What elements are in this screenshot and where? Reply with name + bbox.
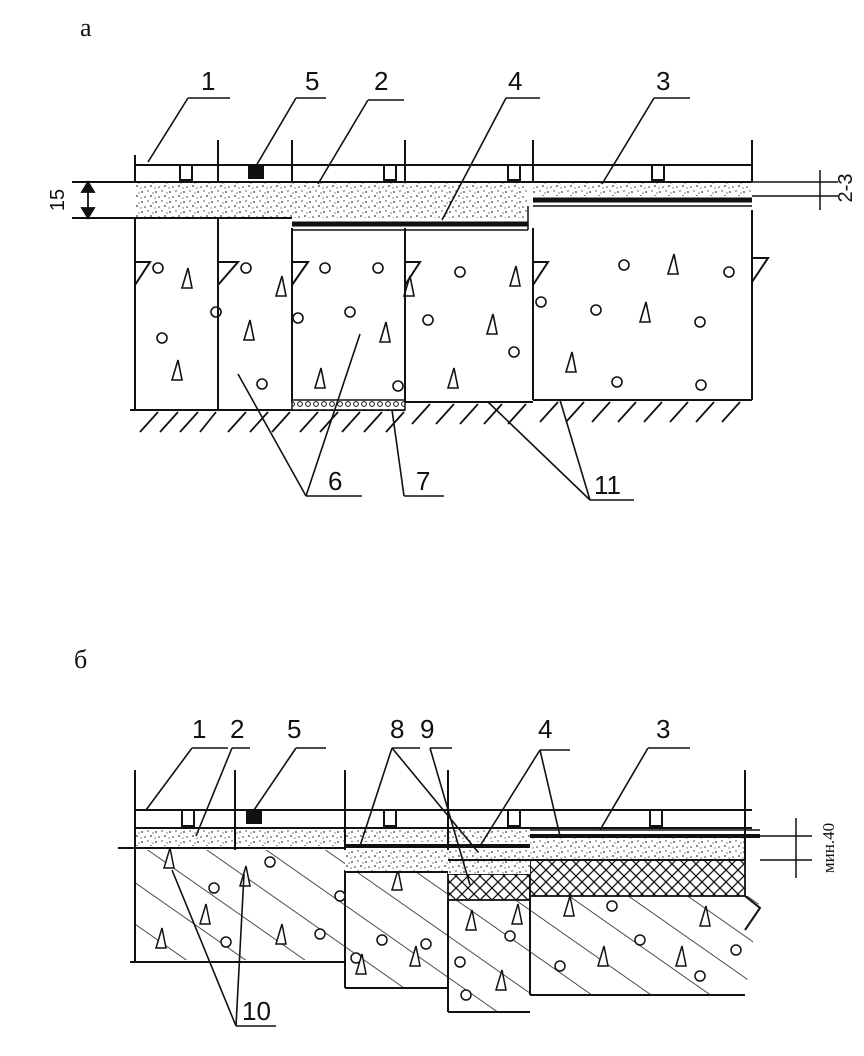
panel-b-letter: б <box>74 645 87 674</box>
panel-b-callout-3: 3 <box>656 714 670 744</box>
panel-a-callout-4: 4 <box>508 66 522 96</box>
panel-a-top-flooring <box>134 140 753 182</box>
panel-a-callout-6: 6 <box>328 466 342 496</box>
panel-a-callout-11: 11 <box>594 470 621 500</box>
panel-a-concrete-base <box>130 210 770 411</box>
panel-a-callout-2: 2 <box>374 66 388 96</box>
panel-a-ground-hatch <box>139 401 741 433</box>
panel-a-dimension-2-3 <box>752 170 838 210</box>
panel-b-callouts: 1 2 5 8 9 4 3 10 <box>192 714 670 1026</box>
panel-a-dimension-15 <box>80 180 96 220</box>
panel-a-dim-right-label: 2-3 <box>835 174 857 203</box>
panel-b-dimension-min40 <box>760 818 812 878</box>
panel-a-callout-1: 1 <box>201 66 215 96</box>
panel-a-callout-7: 7 <box>416 466 430 496</box>
panel-a: а <box>47 13 857 501</box>
panel-b-callout-9: 9 <box>420 714 434 744</box>
panel-b-concrete-base <box>130 850 762 1013</box>
panel-b-callout-5: 5 <box>287 714 301 744</box>
panel-a-sealant-joint <box>248 165 264 179</box>
panel-b-aggregate <box>154 847 742 1001</box>
panel-a-letter: а <box>80 13 92 42</box>
panel-a-callouts: 1 5 2 4 3 6 7 11 <box>201 66 670 500</box>
panel-b-waterproof-layer <box>345 829 760 848</box>
panel-a-aggregate <box>152 253 735 392</box>
panel-b: б <box>74 645 838 1027</box>
panel-b-callout-10: 10 <box>242 996 271 1026</box>
panel-a-screed-layer <box>72 181 752 219</box>
panel-b-insulation-left <box>447 873 531 901</box>
panel-a-waterproof-layer <box>292 197 752 231</box>
panel-a-dim-left-label: 15 <box>47 189 69 211</box>
panel-b-callout-8: 8 <box>390 714 404 744</box>
panel-b-callout-4: 4 <box>538 714 552 744</box>
panel-b-callout-2: 2 <box>230 714 244 744</box>
panel-b-leaders <box>145 747 690 1027</box>
panel-a-callout-5: 5 <box>305 66 319 96</box>
panel-b-callout-1: 1 <box>192 714 206 744</box>
panel-a-gravel-layer <box>291 399 406 411</box>
panel-a-callout-3: 3 <box>656 66 670 96</box>
panel-a-leaders <box>147 97 690 501</box>
panel-b-insulation-right <box>529 859 746 897</box>
panel-b-sealant-joint <box>246 810 262 824</box>
panel-b-dim-right-label: мин.40 <box>819 823 838 873</box>
